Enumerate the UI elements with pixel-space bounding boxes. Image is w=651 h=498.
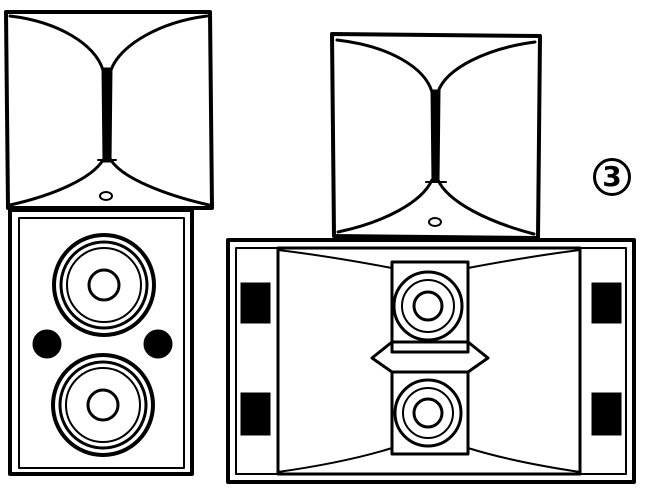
lower-woofer [51,353,155,457]
lower-left-side-panel [240,392,271,436]
right-base-cabinet [226,238,636,484]
upper-left-side-panel [240,282,271,324]
left-speaker-system [4,10,214,476]
left-woofer-cabinet [8,208,194,476]
lower-right-side-panel [591,392,622,436]
lower-mid-driver [390,370,470,456]
left-horn [4,10,214,210]
upper-mid-driver [390,260,470,354]
left-port [32,329,62,359]
right-speaker-system [226,32,636,484]
right-port [143,329,173,359]
upper-woofer [52,233,156,337]
right-horn [330,32,542,240]
figure-number-label: 3 [593,158,631,196]
upper-right-side-panel [591,282,622,324]
